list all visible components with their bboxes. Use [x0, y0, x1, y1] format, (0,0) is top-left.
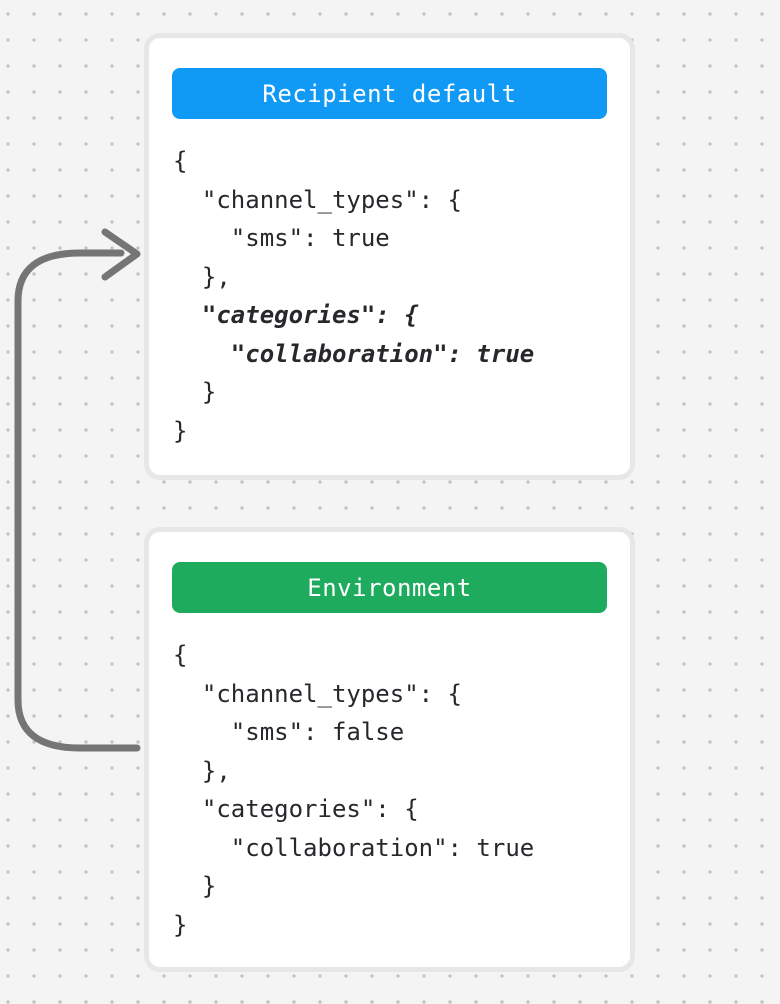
code-line: "collaboration": true [173, 833, 535, 862]
code-line: "channel_types": { [173, 185, 462, 214]
code-line: "channel_types": { [173, 679, 462, 708]
code-line: } [173, 378, 217, 406]
card-recipient-default-code: { "channel_types": { "sms": true }, "cat… [173, 142, 630, 450]
code-line: { [173, 641, 188, 669]
code-line: } [173, 872, 217, 900]
card-recipient-default-header: Recipient default [172, 68, 607, 119]
card-recipient-default-title: Recipient default [262, 79, 517, 108]
code-line: { [173, 147, 188, 175]
code-line: "sms": true [173, 224, 390, 252]
code-line: }, [173, 262, 231, 291]
card-environment-title: Environment [307, 573, 472, 602]
code-line: }, [173, 756, 231, 785]
card-environment-code: { "channel_types": { "sms": false }, "ca… [173, 636, 630, 944]
code-line: "categories": { [173, 795, 419, 823]
flow-arrow-line [14, 249, 141, 752]
code-line: } [173, 910, 188, 939]
code-line: "categories": { [173, 301, 419, 329]
code-line: } [173, 416, 188, 445]
card-environment-header: Environment [172, 562, 607, 613]
code-line: "collaboration": true [173, 339, 535, 368]
card-environment: Environment { "channel_types": { "sms": … [144, 527, 635, 972]
code-line: "sms": false [173, 718, 405, 746]
flow-arrow-head-icon [101, 228, 141, 281]
card-recipient-default: Recipient default { "channel_types": { "… [144, 33, 635, 480]
